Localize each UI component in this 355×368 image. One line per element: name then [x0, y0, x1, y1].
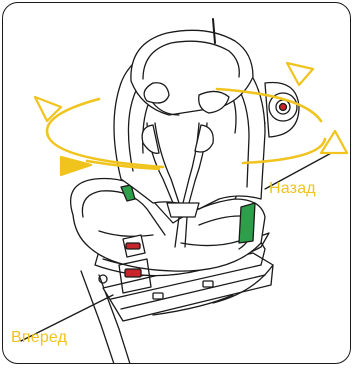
- side-protection-dial: [265, 83, 299, 138]
- red-release-button-upper: [126, 243, 140, 249]
- back-label: Назад: [269, 180, 316, 198]
- red-release-button-lower: [125, 269, 141, 277]
- green-side-impact-pad: [239, 203, 255, 243]
- forward-label: Вперед: [11, 329, 67, 347]
- headrest: [131, 19, 253, 115]
- illustration-frame: Назад Вперед: [2, 2, 351, 364]
